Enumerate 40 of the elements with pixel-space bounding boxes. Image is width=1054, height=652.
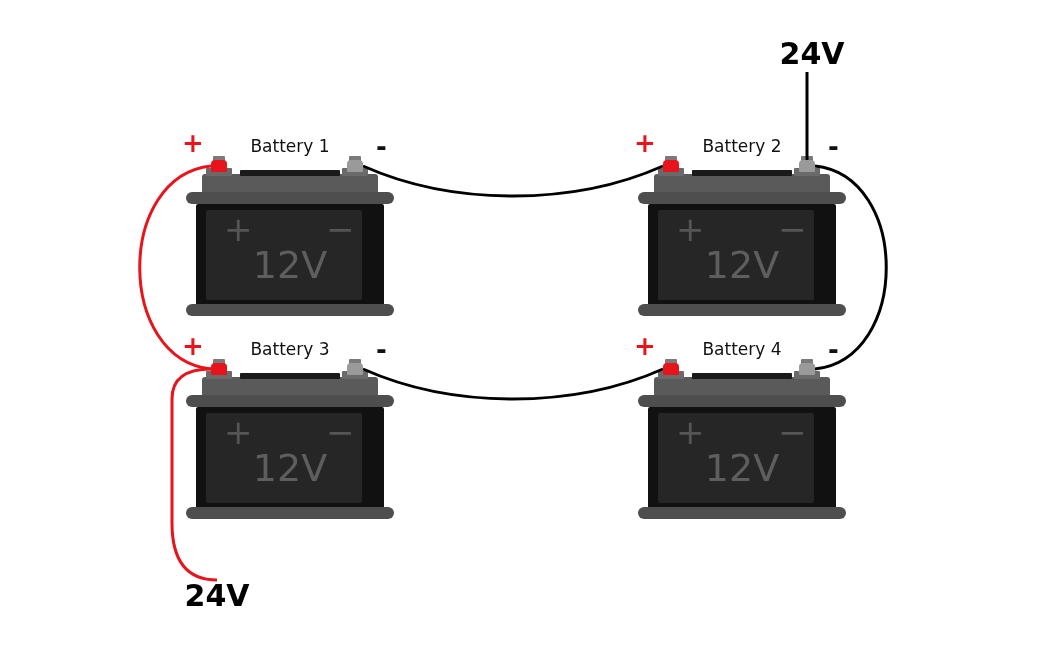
battery-terminal [347, 160, 363, 172]
polarity-sign: − [778, 415, 807, 449]
voltage-label: 12V [703, 246, 781, 284]
terminal-sign: - [828, 134, 839, 160]
polarity-sign: + [224, 212, 253, 246]
wire [362, 367, 664, 401]
voltage-label: 12V [703, 449, 781, 487]
terminal-sign: + [634, 333, 656, 359]
voltage-label: 24V [175, 578, 259, 613]
wire [362, 164, 664, 198]
voltage-label: 12V [251, 246, 329, 284]
polarity-sign: + [676, 415, 705, 449]
battery-label: Battery 3 [249, 339, 331, 359]
polarity-sign: + [676, 212, 705, 246]
battery-terminal [799, 363, 815, 375]
terminal-sign: - [828, 337, 839, 363]
wire [814, 164, 888, 371]
battery-label: Battery 4 [701, 339, 783, 359]
polarity-sign: − [778, 212, 807, 246]
voltage-label: 12V [251, 449, 329, 487]
terminal-sign: + [182, 333, 204, 359]
polarity-sign: − [326, 415, 355, 449]
voltage-label: 24V [770, 36, 854, 71]
battery-terminal [211, 160, 227, 172]
battery-terminal [211, 363, 227, 375]
battery-terminal [663, 160, 679, 172]
wire [138, 164, 212, 371]
battery-label: Battery 2 [701, 136, 783, 156]
wire [805, 72, 809, 160]
battery-terminal [799, 160, 815, 172]
wire [170, 367, 218, 582]
polarity-sign: − [326, 212, 355, 246]
terminal-sign: + [634, 130, 656, 156]
terminal-sign: - [376, 337, 387, 363]
polarity-sign: + [224, 415, 253, 449]
battery-terminal [663, 363, 679, 375]
battery-terminal [347, 363, 363, 375]
terminal-sign: - [376, 134, 387, 160]
battery-label: Battery 1 [249, 136, 331, 156]
terminal-sign: + [182, 130, 204, 156]
